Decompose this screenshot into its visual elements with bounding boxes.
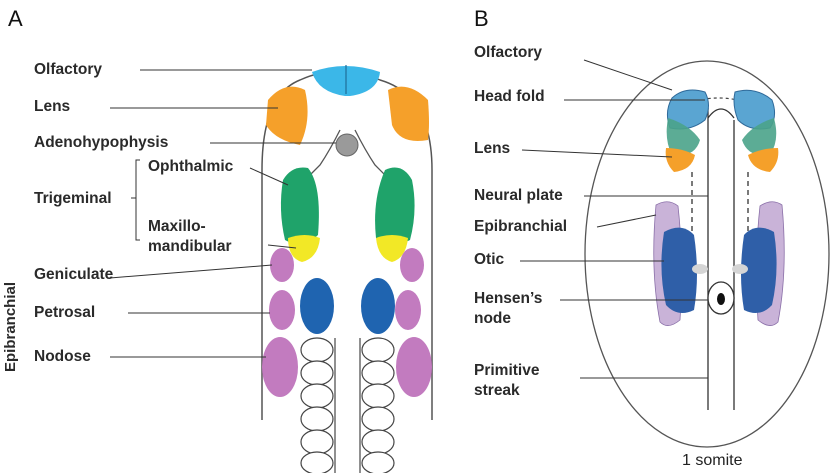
adenohypophysis-a [336,134,358,156]
embryo-outline-b [585,61,829,447]
caption-1-somite: 1 somite [682,452,742,470]
somites-right [362,338,394,473]
label-lens-a: Lens [34,98,70,116]
label-adenohypophysis: Adenohypophysis [34,134,168,152]
lens-left-a [266,87,308,145]
label-geniculate: Geniculate [34,266,113,284]
label-trigeminal: Trigeminal [34,190,112,208]
label-primitive-1: Primitive [474,362,539,380]
neural-tube-right [355,130,385,175]
label-petrosal: Petrosal [34,304,95,322]
lens-right-a [388,87,429,141]
otic-left [300,278,334,334]
petrosal-right [395,290,421,330]
label-olfactory-b: Olfactory [474,44,542,62]
label-hensens-2: node [474,310,511,328]
label-maxillo-1: Maxillo- [148,218,206,236]
nodose-left [262,337,298,397]
panel-a-letter: A [8,6,23,32]
label-maxillo-2: mandibular [148,238,232,256]
label-otic: Otic [474,251,504,269]
label-ophthalmic: Ophthalmic [148,158,233,176]
geniculate-left [270,248,294,282]
nodose-right [396,337,432,397]
label-hensens-1: Hensen’s [474,290,542,308]
trigeminal-right [375,168,415,245]
panel-b-embryo [585,61,829,447]
otic-right [361,278,395,334]
label-primitive-2: streak [474,382,520,400]
geniculate-right [400,248,424,282]
label-olfactory-a: Olfactory [34,61,102,79]
petrosal-left [269,290,295,330]
label-nodose: Nodose [34,348,91,366]
label-lens-b: Lens [474,140,510,158]
label-epibranchial-b: Epibranchial [474,218,567,236]
trigeminal-left [281,168,319,245]
neural-tube-left [310,130,340,175]
panel-b-letter: B [474,6,489,32]
somites-left [301,338,333,473]
panel-a-embryo [262,65,432,473]
label-epibranchial-a: Epibranchial [2,282,19,372]
label-head-fold: Head fold [474,88,545,106]
label-neural-plate: Neural plate [474,187,563,205]
